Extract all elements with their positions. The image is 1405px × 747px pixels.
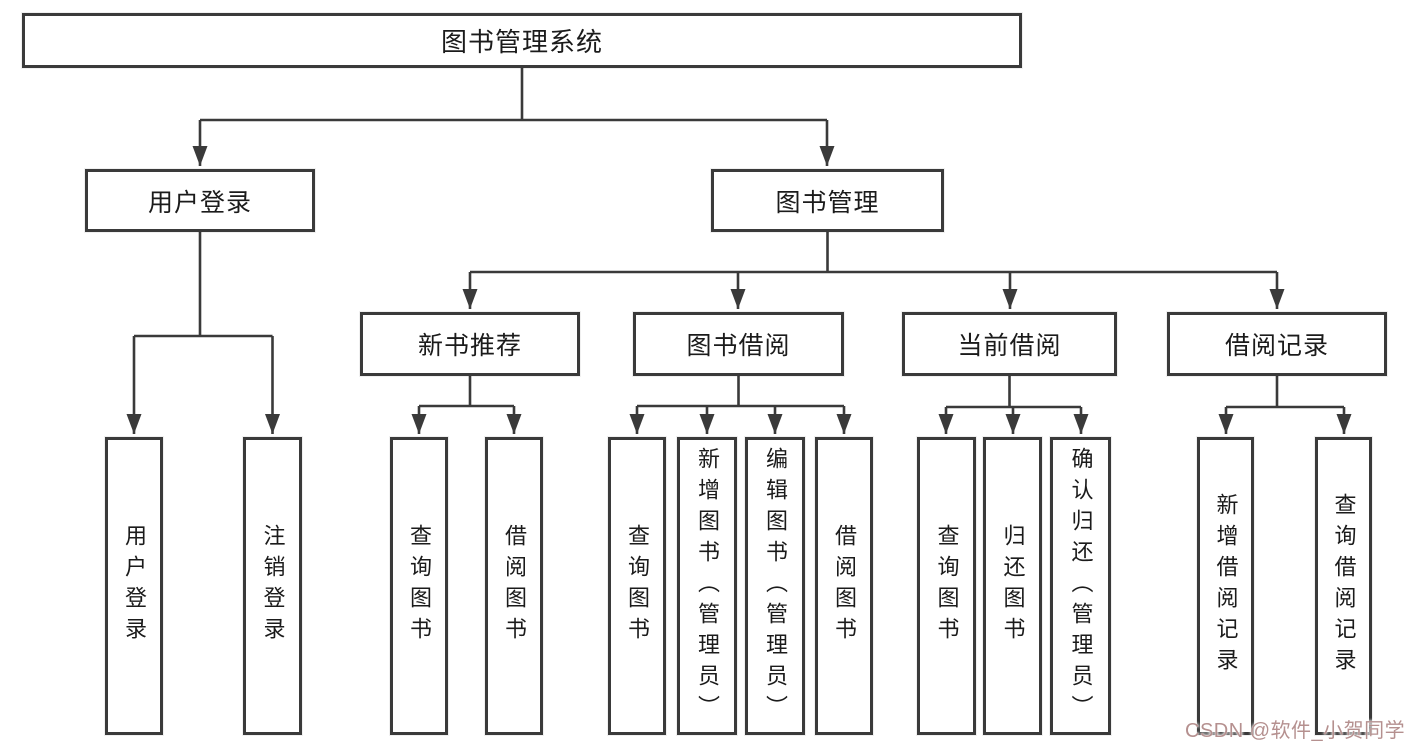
leaf-query-books-current: 查询图书 (917, 437, 976, 735)
node-label: 图书管理 (775, 188, 880, 217)
leaf-add-borrow-record: 新增借阅记录 (1197, 437, 1254, 735)
node-label: 图书管理系统 (440, 27, 603, 57)
node-label: 查询借阅记录 (1331, 493, 1357, 679)
node-label: 编辑图书（管理员） (763, 446, 788, 726)
node-label: 图书借阅 (686, 332, 791, 360)
leaf-edit-books-admin: 编辑图书（管理员） (745, 437, 805, 735)
node-label: 借阅图书 (832, 524, 857, 648)
node-label: 当前借阅 (957, 332, 1062, 360)
node-label: 用户登录 (122, 524, 147, 648)
leaf-query-books-borrowing: 查询图书 (608, 437, 666, 735)
leaf-logout: 注销登录 (243, 437, 302, 735)
node-label: 用户登录 (147, 188, 252, 217)
leaf-return-books: 归还图书 (983, 437, 1042, 735)
leaf-add-books-admin: 新增图书（管理员） (677, 437, 737, 735)
leaf-borrow-books-recommend: 借阅图书 (485, 437, 543, 735)
node-label: 查询图书 (407, 524, 432, 648)
node-current-borrowing: 当前借阅 (902, 312, 1117, 376)
node-label: 新增图书（管理员） (695, 446, 720, 726)
node-label: 查询图书 (625, 524, 650, 648)
node-user-login: 用户登录 (85, 169, 315, 232)
node-label: 借阅记录 (1224, 332, 1329, 360)
node-label: 新书推荐 (417, 332, 522, 360)
leaf-confirm-return-admin: 确认归还（管理员） (1050, 437, 1111, 735)
leaf-borrow-books-borrowing: 借阅图书 (815, 437, 873, 735)
node-label: 新增借阅记录 (1213, 493, 1239, 679)
node-label: 查询图书 (934, 524, 960, 648)
leaf-query-borrow-record: 查询借阅记录 (1315, 437, 1372, 735)
leaf-query-books-recommend: 查询图书 (390, 437, 448, 735)
node-label: 借阅图书 (502, 524, 527, 648)
node-label: 注销登录 (260, 524, 286, 648)
node-label: 归还图书 (1000, 524, 1026, 648)
node-root: 图书管理系统 (22, 13, 1022, 68)
node-label: 确认归还（管理员） (1068, 446, 1094, 726)
node-new-book-recommend: 新书推荐 (360, 312, 580, 376)
node-borrowing-records: 借阅记录 (1167, 312, 1387, 376)
node-book-borrowing: 图书借阅 (633, 312, 844, 376)
leaf-user-login: 用户登录 (105, 437, 163, 735)
node-book-management: 图书管理 (711, 169, 944, 232)
watermark-text: CSDN @软件_小贺同学 (1185, 720, 1405, 742)
